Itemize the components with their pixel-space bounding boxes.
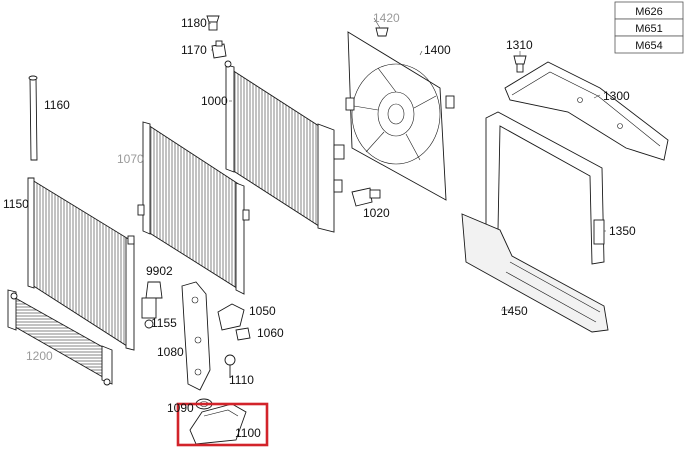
part-label[interactable]: 1160 xyxy=(44,98,70,112)
part-1110-bolt[interactable] xyxy=(224,354,236,378)
part-label[interactable]: 1200 xyxy=(26,349,53,363)
part-1070-intercooler[interactable] xyxy=(137,121,250,295)
part-label[interactable]: 1170 xyxy=(181,43,207,57)
part-label[interactable]: 1070 xyxy=(117,152,144,166)
part-1420-cap[interactable] xyxy=(375,27,389,37)
part-1000-radiator[interactable] xyxy=(224,60,345,233)
part-1170-bracket[interactable] xyxy=(211,40,227,59)
part-label[interactable]: 1060 xyxy=(257,326,284,340)
part-1300-upper-member[interactable] xyxy=(504,61,669,161)
part-label[interactable]: 1310 xyxy=(506,38,533,52)
part-1400-fan-shroud[interactable] xyxy=(345,31,455,201)
part-label[interactable]: 1000 xyxy=(201,94,228,108)
part-label[interactable]: 1350 xyxy=(609,224,636,238)
part-1020-sensor[interactable] xyxy=(351,187,381,207)
legend-entry: M626 xyxy=(635,6,663,18)
engine-legend: M626 M651 M654 xyxy=(614,1,684,54)
part-label[interactable]: 1150 xyxy=(3,197,29,211)
legend-entry: M654 xyxy=(635,40,663,52)
part-label[interactable]: 1450 xyxy=(501,304,528,318)
part-1150-condenser[interactable] xyxy=(27,177,135,351)
part-label[interactable]: 1155 xyxy=(151,316,177,330)
part-label[interactable]: 1050 xyxy=(249,304,276,318)
part-1450-air-guide[interactable] xyxy=(461,213,609,333)
highlight-frame xyxy=(176,402,269,447)
part-label[interactable]: 1180 xyxy=(181,16,207,30)
part-1310-clip[interactable] xyxy=(513,55,527,73)
part-1080-bracket[interactable] xyxy=(181,281,211,391)
part-label[interactable]: 1420 xyxy=(373,11,400,25)
part-label[interactable]: 1080 xyxy=(157,345,184,359)
part-1050-bracket[interactable] xyxy=(217,303,245,331)
part-label[interactable]: 1300 xyxy=(603,89,630,103)
part-1200-lower-cooler[interactable] xyxy=(7,289,113,386)
legend-entry: M651 xyxy=(635,23,663,35)
part-labels: 1180 1170 1420 1400 1310 1160 1000 1300 … xyxy=(3,11,636,440)
part-label[interactable]: 1400 xyxy=(424,43,451,57)
part-9902-1155-valve[interactable] xyxy=(141,281,163,329)
part-label[interactable]: 1020 xyxy=(363,206,390,220)
leader-lines xyxy=(207,17,606,311)
part-label[interactable]: 1100 xyxy=(235,426,261,440)
part-1060-clip[interactable] xyxy=(235,327,251,341)
part-label[interactable]: 1090 xyxy=(167,401,194,415)
part-1180-clip[interactable] xyxy=(206,15,220,31)
part-label[interactable]: 1110 xyxy=(229,373,254,387)
part-label[interactable]: 9902 xyxy=(146,264,173,278)
part-1160-rod[interactable] xyxy=(28,75,38,161)
